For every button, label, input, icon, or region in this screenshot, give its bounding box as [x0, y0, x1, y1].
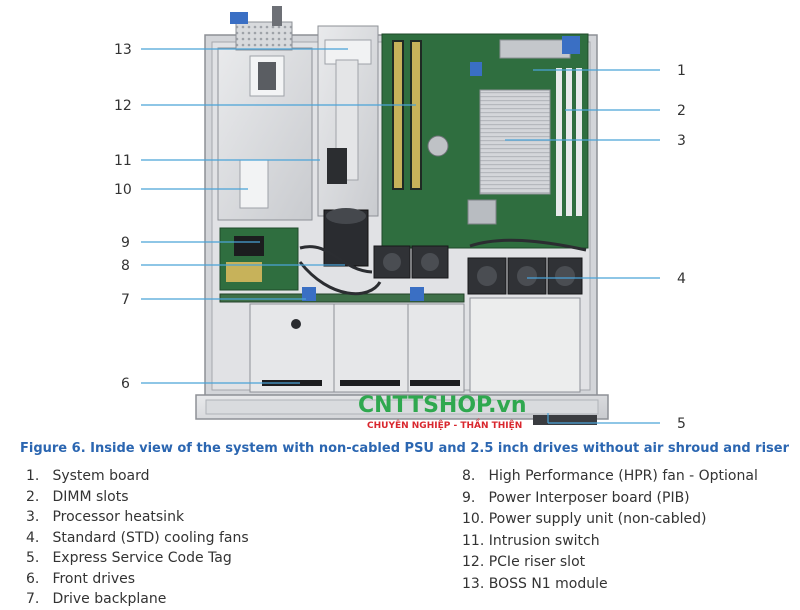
legend-number: 7. [26, 591, 40, 607]
legend-label: Power Interposer board (PIB) [488, 489, 690, 506]
legend-item: 3. Processor heatsink [26, 507, 426, 528]
callout-12: 12 [114, 98, 132, 114]
callout-3: 3 [677, 133, 686, 149]
legend-label: Drive backplane [52, 591, 167, 607]
legend-label: Front drives [52, 570, 136, 587]
callout-10: 10 [114, 182, 132, 198]
legend-item: 10. Power supply unit (non-cabled) [462, 509, 792, 531]
legend-label: Standard (STD) cooling fans [52, 529, 249, 546]
legend-item: 2. DIMM slots [26, 487, 426, 508]
system-board [381, 33, 589, 249]
cooling-fans [373, 245, 583, 295]
watermark-logo: CNTTSHOP.vn CHUYÊN NGHIỆP - THẦN THIỆN [358, 393, 526, 431]
drive-backplane [219, 287, 465, 303]
legend-number: 11. [462, 532, 485, 549]
figure-caption: Figure 6. Inside view of the system with… [20, 441, 789, 456]
legend-label: Processor heatsink [52, 509, 185, 525]
callout-7: 7 [121, 292, 130, 308]
legend-label: PCIe riser slot [488, 554, 586, 571]
legend-column-left: 1. System board 2. DIMM slots 3. Process… [26, 466, 426, 610]
server-inside-view: 13 12 11 10 9 8 7 6 1 2 3 4 5 CNTTSHOP.v… [114, 6, 686, 432]
legend-column-right: 8. High Performance (HPR) fan - Optional… [462, 466, 792, 596]
callout-1: 1 [677, 63, 686, 79]
watermark-tagline: CHUYÊN NGHIỆP - THẦN THIỆN [367, 418, 522, 431]
callout-8: 8 [121, 258, 130, 274]
legend-item: 11. Intrusion switch [462, 531, 792, 553]
callout-2: 2 [677, 103, 686, 119]
legend-label: Express Service Code Tag [52, 550, 232, 566]
legend-number: 9. [462, 489, 476, 506]
legend-item: 4. Standard (STD) cooling fans [26, 528, 426, 549]
callout-4: 4 [677, 271, 686, 287]
legend-item: 8. High Performance (HPR) fan - Optional [462, 466, 792, 488]
legend-label: Power supply unit (non-cabled) [488, 511, 707, 528]
legend-number: 13. [462, 575, 485, 592]
power-interposer-board [219, 227, 299, 291]
legend-number: 10. [462, 511, 485, 528]
hpr-fan [323, 208, 369, 267]
legend-item: 7. Drive backplane [26, 589, 426, 610]
legend-number: 12. [462, 554, 485, 571]
legend-item: 13. BOSS N1 module [462, 574, 792, 596]
watermark-brand: CNTTSHOP.vn [358, 393, 526, 418]
legend-item: 5. Express Service Code Tag [26, 548, 426, 569]
callout-numbers: 13 12 11 10 9 8 7 6 1 2 3 4 5 [114, 42, 686, 432]
riser-bracket [317, 25, 379, 217]
callout-9: 9 [121, 235, 130, 251]
legend-number: 8. [462, 468, 476, 484]
legend-number: 6. [26, 570, 40, 587]
front-drive-cages [249, 297, 581, 393]
legend-label: System board [52, 468, 150, 484]
legend-label: DIMM slots [52, 488, 129, 505]
power-supply-unit [217, 6, 313, 221]
callout-11: 11 [114, 153, 132, 169]
legend-number: 4. [26, 529, 40, 546]
callout-13: 13 [114, 42, 132, 58]
legend-item: 12. PCIe riser slot [462, 552, 792, 574]
legend-item: 1. System board [26, 466, 426, 487]
legend-item: 9. Power Interposer board (PIB) [462, 488, 792, 510]
service-tag-pullout [533, 415, 597, 425]
legend-number: 1. [26, 468, 40, 484]
callout-5: 5 [677, 416, 686, 432]
callout-6: 6 [121, 376, 130, 392]
legend-number: 2. [26, 488, 40, 505]
legend-label: Intrusion switch [488, 532, 600, 549]
leader-lines [141, 48, 660, 424]
legend-label: BOSS N1 module [488, 575, 608, 592]
legend-item: 6. Front drives [26, 569, 426, 590]
legend-label: High Performance (HPR) fan - Optional [488, 468, 758, 484]
cables [298, 238, 587, 296]
legend-number: 5. [26, 550, 40, 566]
legend-number: 3. [26, 509, 40, 525]
